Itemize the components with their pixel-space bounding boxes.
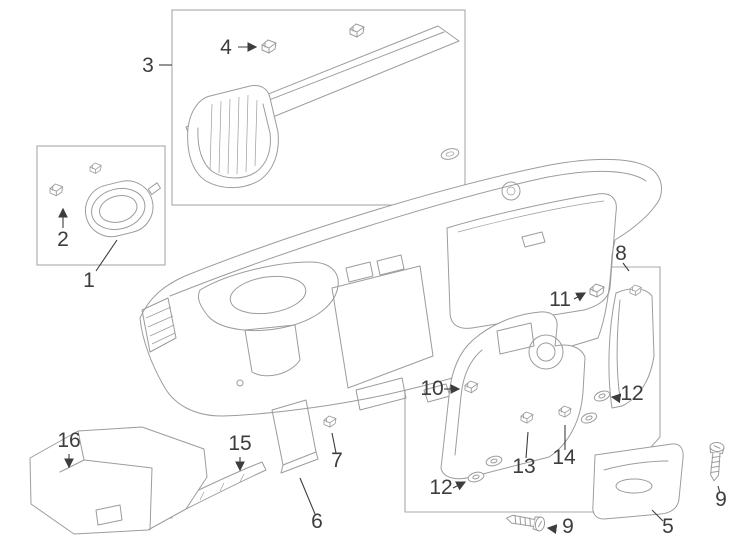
part-side-cover-trim <box>608 288 655 409</box>
leader-12-lower <box>452 481 467 491</box>
leader-6 <box>299 477 316 515</box>
leader-12-upper <box>610 393 622 404</box>
leader-8 <box>622 262 630 272</box>
leader-1 <box>95 239 118 272</box>
part-7-clip <box>323 415 337 428</box>
callout-6[interactable]: 6 <box>311 510 323 533</box>
group-box-parts-3-4 <box>171 9 466 206</box>
callout-12-upper[interactable]: 12 <box>620 382 643 405</box>
part-4-clip <box>261 39 277 54</box>
callout-10[interactable]: 10 <box>420 377 443 400</box>
callout-7[interactable]: 7 <box>331 449 343 472</box>
part-16-insulator <box>29 426 208 535</box>
callout-11[interactable]: 11 <box>549 288 571 311</box>
part-12-grommet-a <box>592 388 612 404</box>
part-4-clip-b <box>349 23 365 38</box>
callout-2[interactable]: 2 <box>57 228 69 251</box>
part-9-screw-bottom <box>504 510 547 533</box>
leader-7 <box>331 432 337 454</box>
leader-lines <box>58 42 721 534</box>
part-2-clip <box>49 183 64 197</box>
callout-1[interactable]: 1 <box>83 269 95 292</box>
callout-14[interactable]: 14 <box>552 446 576 469</box>
callout-9-right[interactable]: 9 <box>715 488 727 511</box>
part-1-instrument-bezel <box>84 180 161 238</box>
callout-5[interactable]: 5 <box>662 515 674 538</box>
callout-8[interactable]: 8 <box>615 242 627 265</box>
callout-3[interactable]: 3 <box>142 54 154 77</box>
part-3-defroster-trim <box>185 25 460 189</box>
part-driver-lower-trim <box>440 311 586 480</box>
part-6-duct <box>271 399 319 474</box>
leader-13 <box>525 431 529 459</box>
leader-9-bottom <box>546 524 558 534</box>
group-box-parts-1-2 <box>36 145 166 266</box>
leader-9-right <box>717 485 721 494</box>
callout-13[interactable]: 13 <box>512 455 535 478</box>
part-5-lower-panel <box>592 443 684 520</box>
leader-5 <box>651 509 664 522</box>
callout-4[interactable]: 4 <box>220 36 232 59</box>
callout-15[interactable]: 15 <box>228 432 251 455</box>
callout-12-lower[interactable]: 12 <box>429 476 452 499</box>
callout-16[interactable]: 16 <box>57 429 80 452</box>
part-9-screw-right <box>706 441 725 482</box>
leader-11 <box>573 292 587 302</box>
part-12-grommet-b <box>579 410 599 426</box>
part-2-clip-b <box>89 162 102 174</box>
callout-9-bottom[interactable]: 9 <box>562 515 574 538</box>
